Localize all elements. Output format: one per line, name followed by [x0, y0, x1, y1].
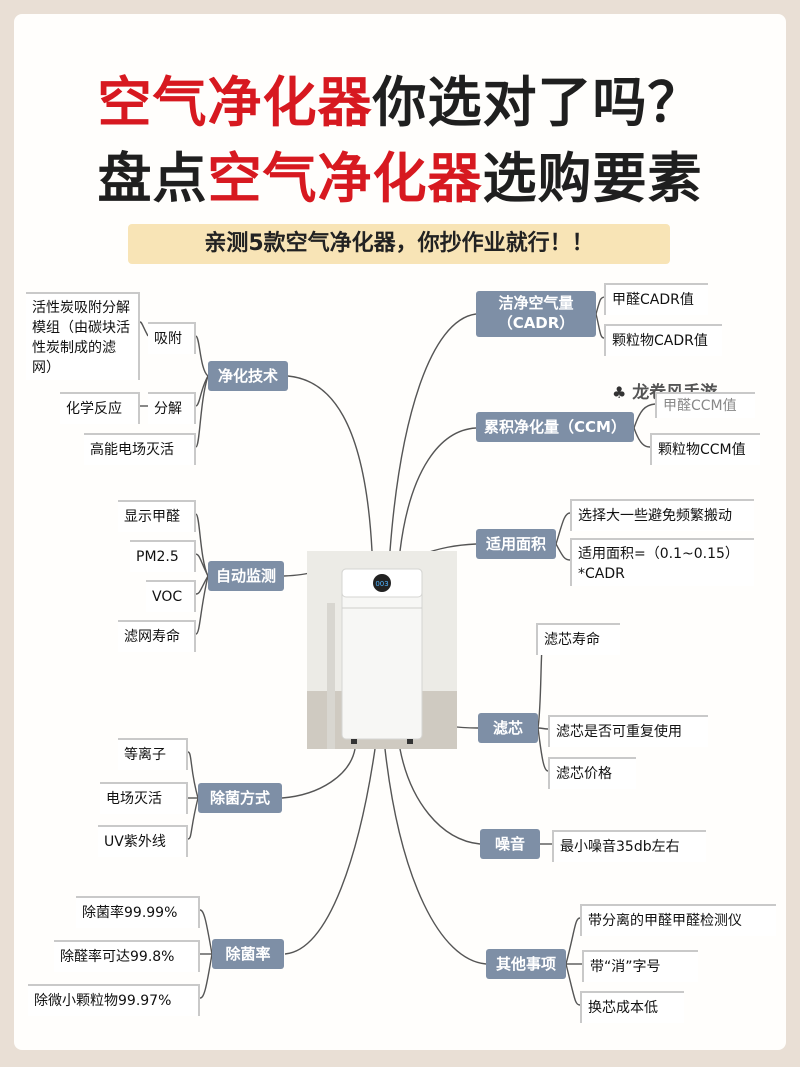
- title-line-1: 空气净化器你选对了吗？: [97, 71, 703, 134]
- leaf-bacteria-rate: 除菌率99.99%: [76, 896, 200, 928]
- hub-auto-monitor: 自动监测: [208, 561, 284, 591]
- leaf-separate-detector: 带分离的甲醛甲醛检测仪: [580, 904, 776, 936]
- leaf-pm25: PM2.5: [130, 540, 196, 572]
- link-other: [384, 748, 487, 965]
- card-background: [14, 14, 786, 1050]
- leaf-filter-price: 滤芯价格: [548, 757, 636, 789]
- leaf-decompose: 分解: [148, 392, 196, 424]
- link-cadr: [389, 313, 477, 552]
- hub-purify-tech: 净化技术: [208, 361, 288, 391]
- hub-noise: 噪音: [480, 829, 540, 859]
- hub-applicable-area: 适用面积: [476, 529, 556, 559]
- leaf-min-noise: 最小噪音35db左右: [552, 830, 706, 862]
- link-purify: [287, 375, 373, 552]
- product-photo: 003: [307, 551, 457, 749]
- leaf-particle-ccm: 颗粒物CCM值: [650, 433, 760, 465]
- leaf-chemical-reaction: 化学反应: [60, 392, 140, 424]
- subtitle-banner: 亲测5款空气净化器，你抄作业就行！！: [128, 224, 670, 264]
- hub-filter: 滤芯: [478, 713, 538, 743]
- leaf-field-inactivation: 电场灭活: [100, 782, 188, 814]
- leaf-voc: VOC: [146, 580, 196, 612]
- leaf-plasma: 等离子: [118, 738, 188, 770]
- leaf-adsorb: 吸附: [148, 322, 196, 354]
- leaf-particle-cadr: 颗粒物CADR值: [604, 324, 722, 356]
- hub-sterilize-method: 除菌方式: [198, 783, 282, 813]
- leaf-formaldehyde-ccm: 甲醛CCM值: [655, 392, 755, 418]
- leaf-formaldehyde-cadr: 甲醛CADR值: [604, 283, 708, 315]
- hub-ccm: 累积净化量（CCM）: [476, 412, 634, 442]
- hub-cadr: 洁净空气量 （CADR）: [476, 291, 596, 337]
- leaf-disinfection-label: 带“消”字号: [582, 950, 698, 982]
- leaf-choose-larger: 选择大一些避免频繁搬动: [570, 499, 754, 531]
- leaf-area-formula: 适用面积=（0.1~0.15）*CADR: [570, 538, 754, 586]
- leaf-filter-lifespan: 滤芯寿命: [536, 623, 620, 655]
- leaf-formaldehyde-rate: 除醛率可达99.8%: [54, 940, 200, 972]
- hub-other: 其他事项: [486, 949, 566, 979]
- leaf-filter-life: 滤网寿命: [118, 620, 196, 652]
- leaf-uv: UV紫外线: [98, 825, 188, 857]
- link-rate: [284, 748, 376, 955]
- leaf-electric-field: 高能电场灭活: [84, 433, 196, 465]
- svg-text:003: 003: [375, 580, 388, 588]
- leaf-activated-carbon: 活性炭吸附分解模组（由碳块活性炭制成的滤网）: [26, 292, 140, 380]
- link-sterilize: [281, 748, 356, 799]
- hub-sterilize-rate: 除菌率: [212, 939, 284, 969]
- leaf-show-formaldehyde: 显示甲醛: [118, 500, 196, 532]
- link-noise: [399, 748, 481, 845]
- link-ccm: [399, 427, 477, 552]
- leaf-particle-rate: 除微小颗粒物99.97%: [28, 984, 200, 1016]
- leaf-low-cost: 换芯成本低: [580, 991, 684, 1023]
- leaf-filter-reusable: 滤芯是否可重复使用: [548, 715, 708, 747]
- title-line-2: 盘点空气净化器选购要素: [97, 147, 703, 210]
